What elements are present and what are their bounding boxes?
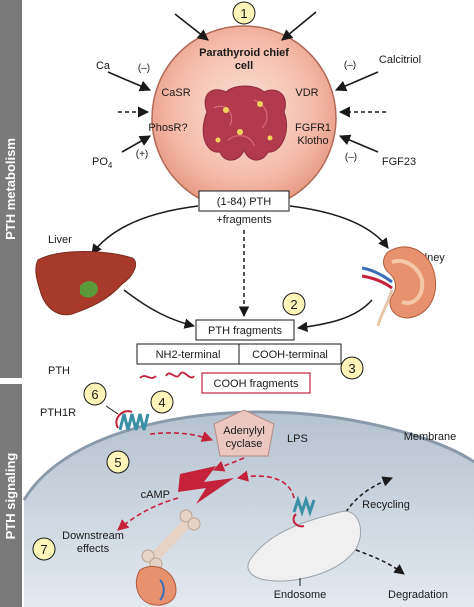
degradation-label: Degradation [388, 589, 448, 601]
pth1r-label: PTH1R [40, 407, 76, 419]
cooh-fragments-box [201, 372, 311, 394]
step-6-number: 6 [91, 387, 98, 402]
regulator-fgf23: FGF23 [382, 156, 416, 168]
receptor-vdr: VDR [295, 87, 318, 99]
recycling-arrow [345, 476, 393, 513]
pth-fragments-label: PTH fragments [208, 325, 282, 337]
parathyroid-gland [202, 85, 288, 161]
nh2-terminal-label: NH2-terminal [156, 349, 221, 361]
cell-title-line2: cell [235, 60, 253, 72]
membrane-label: Membrane [404, 431, 457, 443]
receptor-to-cyclase-arrow [149, 431, 214, 442]
pth-ligand-label: PTH [48, 365, 70, 377]
pth1r-pointer [105, 405, 119, 415]
pth-ligand-squiggle [139, 375, 157, 379]
downstream-label-line1: Downstream [62, 530, 124, 542]
po4-arrow [121, 135, 151, 153]
arrow-to-kidney [289, 205, 389, 249]
cooh-terminal-box [238, 343, 342, 365]
bone-illustration [141, 509, 201, 571]
pth-fragments-box [195, 319, 295, 341]
ca-arrow [107, 71, 152, 92]
step-4-number: 4 [158, 395, 165, 410]
degradation-arrow [355, 549, 405, 575]
endosome-label: Endosome [274, 589, 327, 601]
step-5-number: 5 [114, 455, 121, 470]
downstream-label-line2: effects [77, 543, 110, 555]
pth-box [198, 190, 290, 212]
regulator-ca-sign: (–) [138, 63, 150, 74]
regulator-po4: PO4 [92, 156, 113, 170]
receptor-casr: CaSR [161, 87, 190, 99]
arrow-to-liver [91, 205, 199, 255]
step-3-badge [340, 356, 364, 380]
step-2-number: 2 [290, 297, 297, 312]
endosome-to-camp-arrow [236, 470, 295, 499]
pth-box-line1: (1-84) PTH [217, 196, 271, 208]
step-3-number: 3 [348, 361, 355, 376]
adenylyl-cyclase-shape [213, 409, 275, 457]
cooh-terminal-label: COOH-terminal [252, 349, 328, 361]
calcitriol-arrow [334, 71, 379, 92]
cyclase-to-camp-arrow [212, 457, 245, 472]
gallbladder [80, 281, 98, 298]
liver-to-fragments-arrow [123, 289, 196, 329]
liver-label: Liver [48, 234, 72, 246]
pth-box-line2: +fragments [216, 214, 272, 226]
receptor-fgfr1: FGFR1 [295, 122, 331, 134]
sidebar-metabolism [0, 0, 22, 378]
small-kidney-illustration [135, 565, 177, 606]
regulator-calcitriol: Calcitriol [379, 54, 421, 66]
camp-label: cAMP [141, 489, 170, 501]
pth-signaling-label: PTH signaling [3, 453, 18, 540]
sidebar-signaling [0, 384, 22, 607]
receptor-phosr: PhosR? [148, 122, 187, 134]
cell-title-line1: Parathyroid chief [199, 47, 289, 59]
step-1-badge [232, 1, 256, 25]
receptor-klotho: Klotho [297, 135, 328, 147]
regulator-fgf23-sign: (–) [345, 152, 357, 163]
endosome-receptor [292, 495, 316, 528]
cooh-fragment-squiggle [165, 371, 195, 379]
step-2-badge [282, 292, 306, 316]
membrane-line [22, 410, 474, 501]
adenylyl-label-line1: Adenylyl [223, 425, 265, 437]
step-6-badge [83, 382, 107, 406]
step-4-badge [150, 390, 174, 414]
camp-lightning-icon [178, 466, 234, 504]
cell-interior [24, 412, 474, 607]
kidney-illustration [361, 246, 436, 327]
step-7-badge [32, 537, 56, 561]
step-1-number: 1 [240, 6, 247, 21]
cooh-fragments-label: COOH fragments [214, 378, 299, 390]
regulator-calcitriol-sign: (–) [344, 60, 356, 71]
kidney-to-fragments-arrow [296, 299, 373, 333]
pth-metabolism-label: PTH metabolism [3, 138, 18, 240]
step-5-badge [106, 450, 130, 474]
input-arrow-top-left [174, 13, 209, 41]
regulator-ca: Ca [96, 60, 111, 72]
regulator-po4-sign: (+) [136, 149, 149, 160]
lps-label: LPS [287, 433, 308, 445]
pth1r-receptor [115, 410, 150, 431]
adenylyl-label-line2: cyclase [226, 438, 263, 450]
fgf23-arrow [338, 134, 379, 153]
endosome-shape [247, 510, 362, 582]
input-arrow-top-right [281, 11, 317, 41]
step-7-number: 7 [40, 542, 47, 557]
recycling-label: Recycling [362, 499, 410, 511]
